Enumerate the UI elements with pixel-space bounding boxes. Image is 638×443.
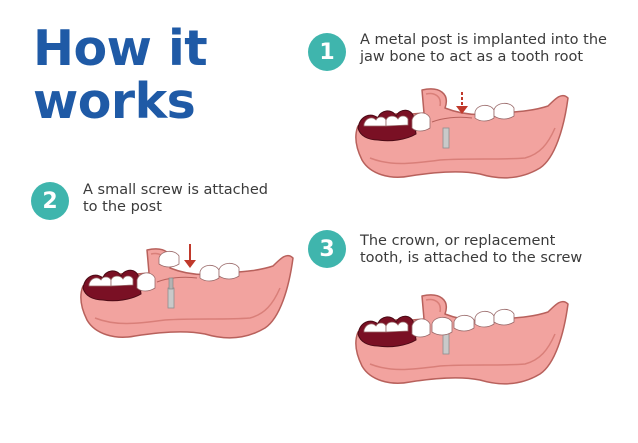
implant-post-icon: [442, 127, 450, 149]
step-2-line-2: to the post: [83, 199, 162, 215]
page-title: How it works: [33, 20, 208, 130]
step-1-line-1: A metal post is implanted into the: [360, 32, 607, 48]
step-2-text: A small screw is attached to the post: [83, 182, 268, 216]
title-line-1: How it: [33, 20, 208, 77]
step-3-text: The crown, or replacement tooth, is atta…: [360, 233, 582, 267]
step-3-line-2: tooth, is attached to the screw: [360, 250, 583, 266]
jaw-implant-screw-illustration: [80, 244, 294, 339]
step-2-badge: 2: [31, 182, 69, 220]
crown-icon: [431, 316, 453, 336]
down-arrow-icon: [456, 92, 468, 114]
step-1-line-2: jaw bone to act as a tooth root: [360, 49, 584, 65]
step-2-line-1: A small screw is attached: [83, 182, 268, 198]
crown-icon: [158, 250, 180, 268]
jaw-implant-crown-illustration: [355, 294, 569, 385]
step-1-text: A metal post is implanted into the jaw b…: [360, 32, 607, 66]
step-3-line-1: The crown, or replacement: [360, 233, 556, 249]
step-3-badge: 3: [308, 230, 346, 268]
screw-icon: [168, 277, 174, 290]
jaw-implant-post-illustration: [355, 88, 569, 179]
step-1-badge: 1: [308, 33, 346, 71]
implant-post-icon: [442, 333, 450, 355]
down-arrow-icon: [184, 244, 196, 268]
implant-post-icon: [167, 287, 175, 309]
title-line-2: works: [33, 73, 196, 130]
